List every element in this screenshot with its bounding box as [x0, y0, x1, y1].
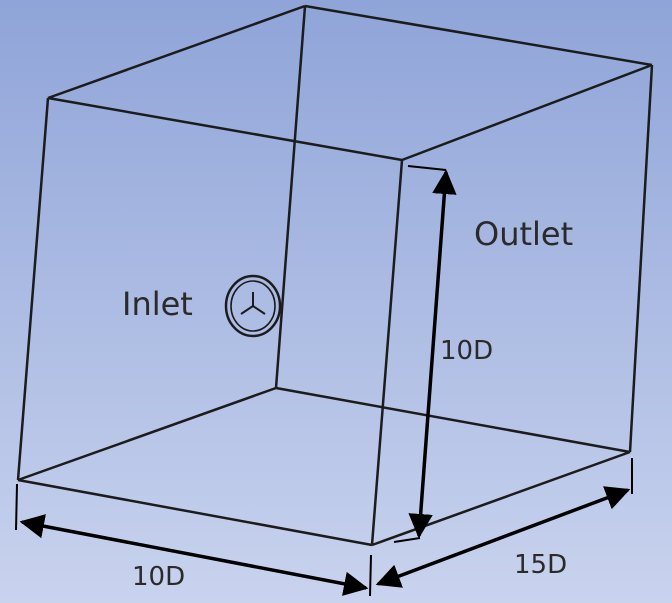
back-face	[274, 4, 654, 454]
back-right-edge	[628, 64, 654, 453]
front-right-edge	[370, 159, 404, 546]
width-arrow	[19, 514, 369, 596]
back-bottom-edge	[275, 386, 631, 454]
depth-dimension-label: 15D	[514, 550, 568, 580]
triad-axis-icon	[224, 274, 282, 338]
back-top-edge	[304, 4, 653, 67]
inlet-label: Inlet	[122, 285, 193, 323]
depth-edge-bottom-right	[371, 450, 631, 547]
width-ext-right	[369, 554, 372, 597]
height-arrow	[408, 169, 457, 539]
depth-dimension	[375, 458, 633, 588]
back-left-edge	[274, 5, 307, 389]
width-ext-left	[15, 483, 18, 531]
front-face	[16, 96, 404, 547]
height-dimension-label: 10D	[440, 336, 494, 366]
depth-edge-top-left	[47, 4, 306, 100]
front-top-edge	[47, 96, 403, 162]
outlet-label: Outlet	[474, 215, 574, 253]
height-dimension	[393, 165, 457, 543]
width-dimension	[15, 483, 372, 597]
front-bottom-edge	[17, 478, 373, 547]
width-dimension-label: 10D	[132, 562, 186, 592]
front-left-edge	[16, 97, 50, 481]
depth-edges	[17, 4, 653, 547]
depth-edge-bottom-left	[17, 386, 277, 482]
height-ext-bottom	[393, 537, 421, 543]
depth-arrow	[375, 486, 631, 588]
depth-edge-top-right	[401, 63, 653, 162]
height-ext-top	[407, 165, 447, 171]
